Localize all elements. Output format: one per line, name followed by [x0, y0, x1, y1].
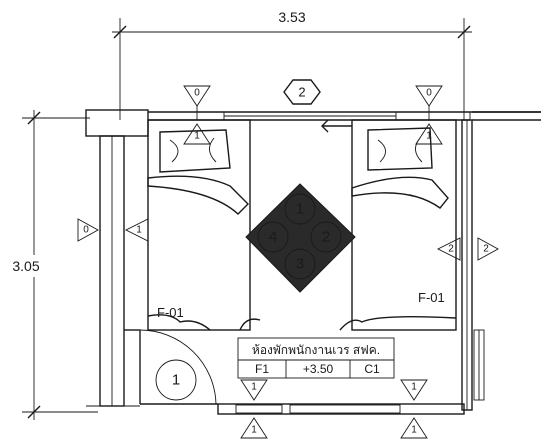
elevation-marker-label: 2: [483, 244, 489, 255]
elevation-marker-label: 1: [411, 425, 417, 436]
furniture-label-right: F-01: [418, 290, 445, 305]
elevation-marker-bottom-left: 1 1: [240, 379, 268, 439]
left-dimension-text: 3.05: [12, 258, 39, 274]
bed-left: [147, 119, 261, 331]
elevation-marker-left: 0 1: [77, 218, 149, 242]
room-floor: F1: [255, 362, 269, 376]
diamond-left: 4: [269, 229, 277, 246]
elevation-marker-label: 2: [448, 244, 454, 255]
elevation-marker-label: 0: [83, 225, 89, 236]
door-number-label: 1: [172, 372, 180, 389]
elevation-marker-right: 2 2: [436, 237, 499, 261]
room-level: +3.50: [303, 362, 334, 376]
furniture-label-left: F-01: [157, 305, 184, 320]
elevation-marker-label: 1: [411, 382, 417, 393]
elevation-marker-bottom-right: 1 1: [400, 379, 428, 439]
elevation-marker-label: 1: [251, 382, 257, 393]
elevation-marker-label: 1: [251, 425, 257, 436]
door: [124, 329, 218, 405]
room-name: ห้องพักพนักงานเวร สฟค.: [252, 343, 380, 357]
diamond-right: 2: [322, 229, 330, 246]
room-hex-marker: 2: [283, 79, 321, 105]
elevation-marker-label: 0: [426, 88, 432, 99]
diamond-bottom: 3: [296, 256, 304, 273]
top-dimension: 3.53: [112, 9, 472, 120]
elevation-marker-label: 1: [194, 131, 200, 142]
elevation-marker-top-left: 0 1: [183, 85, 211, 145]
door-number-marker: 1: [155, 359, 197, 401]
direction-arrow-icon: [321, 119, 352, 133]
elevation-diamond: 1 4 2 3: [245, 183, 356, 293]
room-hex-label: 2: [298, 85, 305, 100]
top-dimension-text: 3.53: [278, 9, 305, 25]
elevation-marker-top-right: 0 1: [415, 85, 443, 145]
diamond-top: 1: [296, 201, 304, 218]
room-ceiling: C1: [364, 362, 380, 376]
elevation-marker-label: 1: [426, 131, 432, 142]
left-dimension: 3.05: [4, 110, 98, 420]
elevation-marker-label: 0: [194, 88, 200, 99]
room-tag: ห้องพักพนักงานเวร สฟค. F1 +3.50 C1: [237, 337, 395, 379]
elevation-marker-label: 1: [136, 225, 142, 236]
